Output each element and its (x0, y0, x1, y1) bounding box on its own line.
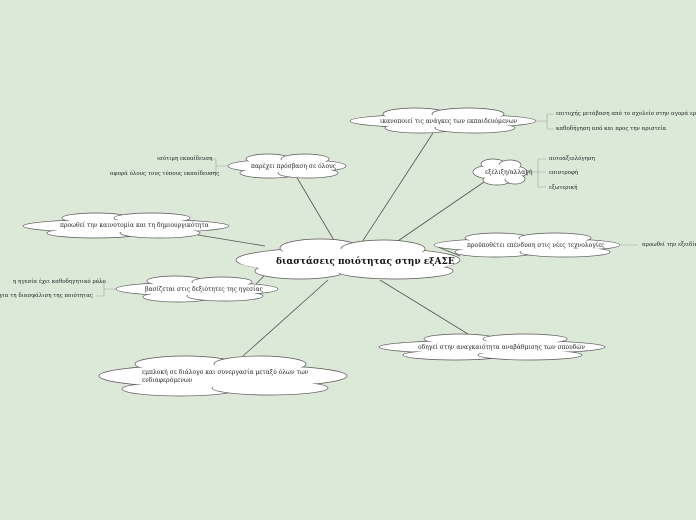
leaf-vasizetai-0[interactable]: η ηγεσία έχει καθοδηγητικό ρόλο (13, 279, 106, 285)
leaf-parexei-1[interactable]: αφορά όλους τους τύπους εκπαίδευσης (110, 171, 220, 177)
connector-odigei (379, 279, 469, 335)
cloud-exelixi (472, 158, 528, 186)
leaf-connector-exelixi (528, 158, 546, 188)
connector-parexei (295, 175, 336, 243)
clouds (22, 107, 621, 397)
branch-emplokh-label[interactable]: εμπλοκή σε διάλογο και συνεργασία μεταξύ… (142, 369, 309, 384)
cloud-proothei (22, 212, 230, 239)
leaf-exelixi-0[interactable]: αυτοαξιολόγηση (549, 156, 596, 162)
connector-emplokh (242, 279, 329, 357)
connector-ikanopoiei (361, 132, 434, 243)
central-topic-label[interactable]: διαστάσεις ποιότητας στην εξΑΣΕ (276, 257, 455, 267)
cloud-vasizetai (115, 275, 279, 303)
leaf-connector-ikanopoiei (537, 113, 554, 130)
leaf-ikanopoiei-1[interactable]: καθοδήγηση από και προς την αριστεία (556, 126, 667, 132)
leaf-parexei-0[interactable]: ισότιμη εκπαίδευση (157, 156, 213, 162)
cloud-odigei (378, 333, 606, 361)
cloud-central (235, 238, 461, 280)
cloud-ikanopoiei (349, 107, 537, 134)
cloud-emplokh (98, 355, 348, 397)
leaf-proypothetei-0[interactable]: προωθεί την εξειδίκευση (642, 242, 696, 248)
cloud-parexei (227, 153, 347, 179)
branch-parexei-label[interactable]: παρέχει πρόσβαση σε όλους (251, 163, 337, 170)
connector-proypothetei (437, 246, 461, 257)
leaf-exelixi-2[interactable]: εξωτερική (549, 185, 578, 191)
connector-proothei (197, 234, 266, 247)
leaf-connectors (96, 113, 638, 297)
branch-exelixi-label[interactable]: εξέλιξη/αλλαγή (485, 169, 533, 176)
cloud-proypothetei (433, 232, 621, 258)
leaf-exelixi-1[interactable]: επιστροφή (549, 170, 579, 176)
branch-proothei-label[interactable]: προωθεί την καινοτομία και τη δημιουργικ… (60, 222, 209, 229)
branch-proypothetei-label[interactable]: προϋποθέτει επένδυση στις νέες τεχνολογί… (467, 242, 605, 249)
branch-odigei-label[interactable]: οδηγεί στην αναγκαιότητα αναβάθμισης των… (418, 344, 585, 351)
branch-vasizetai-label[interactable]: βασίζεται στις δεξιότητες της ηγεσίας (145, 286, 263, 293)
leaf-connector-parexei (208, 158, 228, 174)
leaf-connector-vasizetai (96, 281, 116, 297)
branch-ikanopoiei-label[interactable]: ικανοποιεί τις ανάγκες των εκπαιδευόμενω… (380, 118, 518, 125)
leaf-vasizetai-1[interactable]: ευθύνες για τη διασφάλιση της ποιότητας (0, 293, 93, 299)
connector-exelixi (391, 181, 485, 246)
leaf-ikanopoiei-0[interactable]: επιτυχής μετάβαση από το σχολείο στην αγ… (556, 111, 696, 117)
